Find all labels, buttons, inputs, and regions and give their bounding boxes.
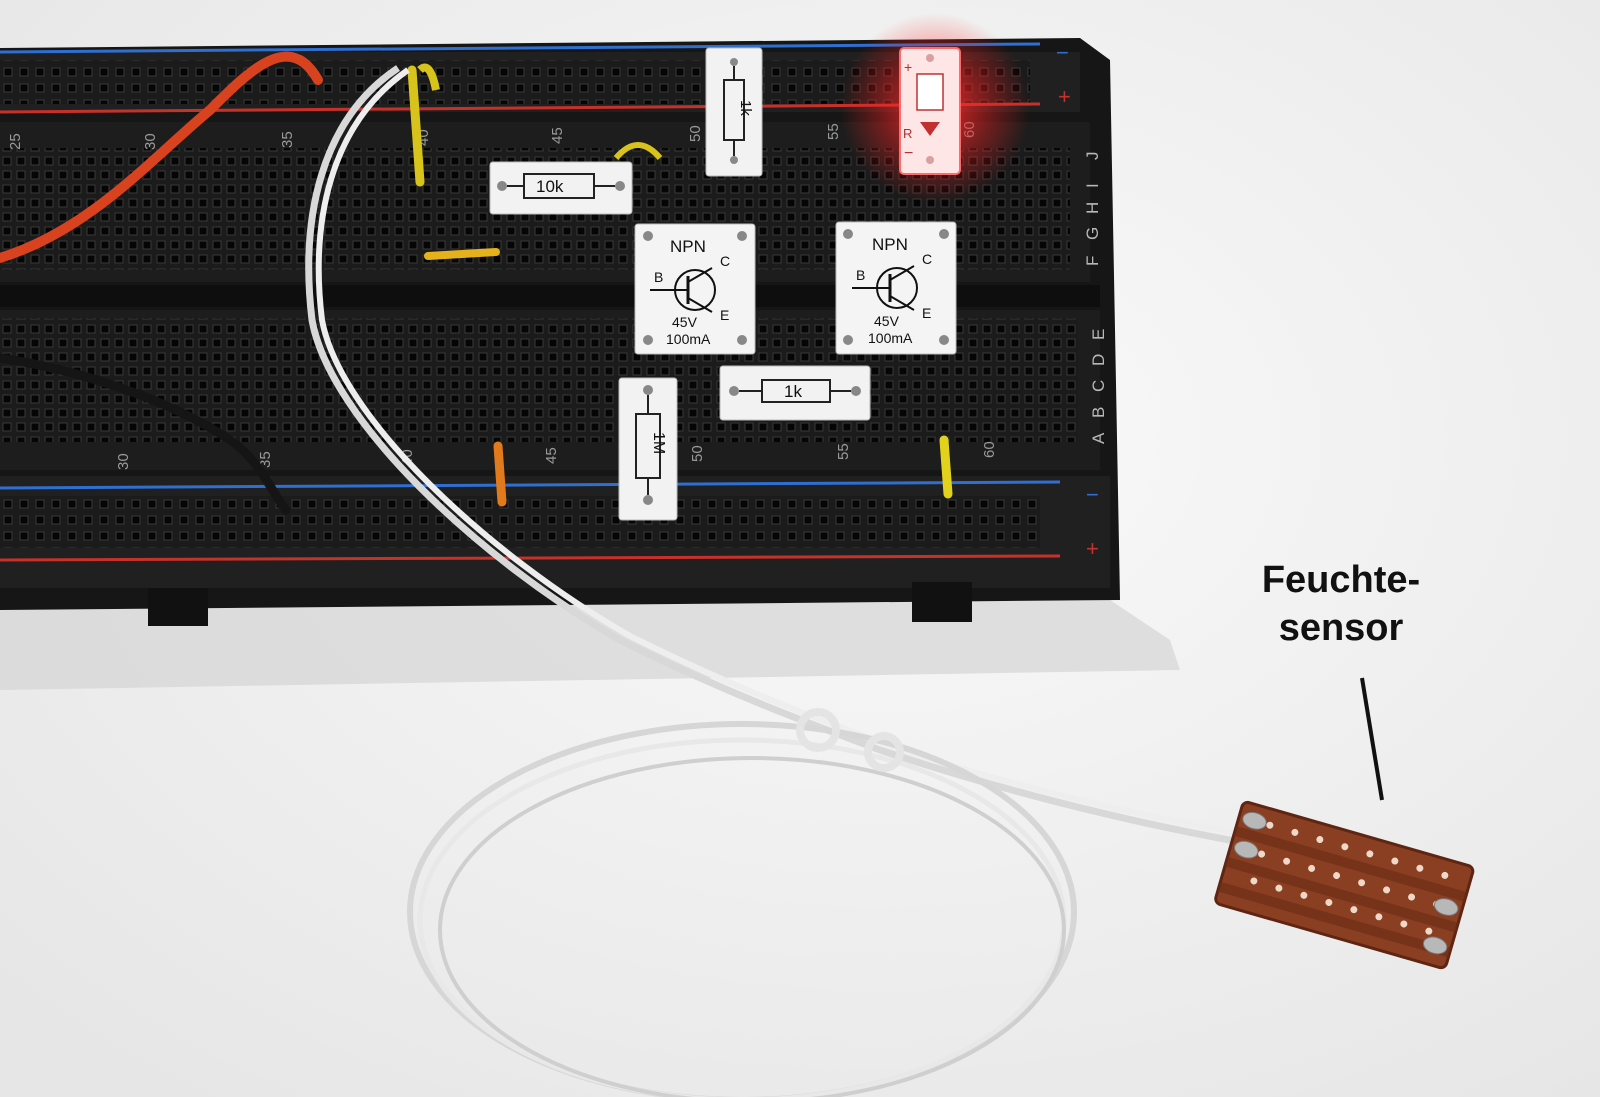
row-letter: C [1089,380,1108,392]
yellow-jumper-short [613,142,663,161]
transistor-voltage: 45V [874,313,900,329]
rail-plus-top: + [1058,84,1071,109]
board-foot-right [912,582,972,622]
rail-polarity-marks: − + − + [1056,40,1099,561]
yellow-jumper-bend [417,63,440,91]
black-wire [0,353,291,515]
col-num-bottom: 55 [835,443,852,460]
led-module: + − R [899,47,961,175]
resistor-1k-top: 1k [705,47,763,177]
transistor-current: 100mA [666,331,711,347]
col-num-top: 25 [7,133,24,150]
resistor-value: 1k [784,382,802,401]
col-num-bottom: 45 [543,447,560,464]
led-minus-label: − [904,145,913,162]
transistor-type: NPN [670,237,706,256]
transistor-voltage: 45V [672,314,698,330]
row-letters: J I H G F E D C B A [1083,152,1108,445]
wire-knot [796,708,840,752]
orange-jumper [493,441,507,507]
col-num-top: 30 [142,133,159,150]
row-letter: D [1089,354,1108,366]
rail-plus-bottom: + [1086,536,1099,561]
yellow-jumper-horizontal [424,248,500,260]
bottom-rail-red-line [0,554,1061,562]
col-num-bottom: 30 [115,453,132,470]
yellow-jumper-bottom [939,435,953,499]
led-r-label: R [903,126,912,141]
resistor-value: 1k [737,100,754,116]
transistor-b: B [856,267,865,283]
annotation-pointer [1360,677,1384,801]
led-plus-label: + [904,59,912,75]
annotation-line-2: sensor [1278,607,1404,649]
led-diode-symbol [920,122,940,136]
wire-coil [407,721,1077,1097]
bottom-rail-blue-line [0,480,1061,490]
red-wire [0,51,323,263]
sensor-annotation-label: Feuchte- sensor [1256,556,1426,652]
row-letter: F [1083,256,1102,266]
col-num-bottom: 50 [689,445,706,462]
transistor-e: E [720,307,729,323]
resistor-1k-mid: 1k [719,365,871,421]
row-letter: H [1083,202,1102,214]
col-num-bottom: 35 [257,451,274,468]
transistor-c: C [720,253,730,269]
resistor-10k: 10k [489,161,633,215]
board-shadow [0,600,1180,690]
col-num-top: 55 [825,123,842,140]
transistor-current: 100mA [868,330,913,346]
center-channel [0,285,1100,307]
row-letter: J [1083,152,1102,161]
bottom-power-rail [0,496,1040,548]
yellow-jumper-top [407,65,425,187]
jumper-wires [407,63,953,507]
transistor-1: NPN C B E 45V 100mA [634,223,756,355]
moisture-sensor [1214,800,1475,970]
board-foot-left [148,588,208,626]
row-letter: B [1089,407,1108,418]
resistor-value: 1M [650,432,667,454]
transistor-b: B [654,269,663,285]
col-num-bottom: 60 [981,441,998,458]
resistor-value: 10k [536,177,564,196]
row-letter: E [1089,329,1108,340]
annotation-line-1: Feuchte- [1261,559,1421,601]
rail-minus-top: − [1056,40,1069,65]
col-num-top: 45 [549,127,566,144]
transistor-c: C [922,251,932,267]
transistor-2: NPN C B E 45V 100mA [835,221,957,355]
breadboard [0,38,1120,626]
resistor-1m: 1M [618,377,678,521]
col-num-top: 35 [279,131,296,148]
row-letter: G [1083,227,1102,240]
row-letter: A [1089,432,1108,444]
col-num-top: 50 [687,125,704,142]
rail-minus-bottom: − [1086,482,1099,507]
row-letter: I [1083,183,1102,188]
white-sensor-wire [305,65,1247,1097]
transistor-e: E [922,305,931,321]
transistor-type: NPN [872,235,908,254]
